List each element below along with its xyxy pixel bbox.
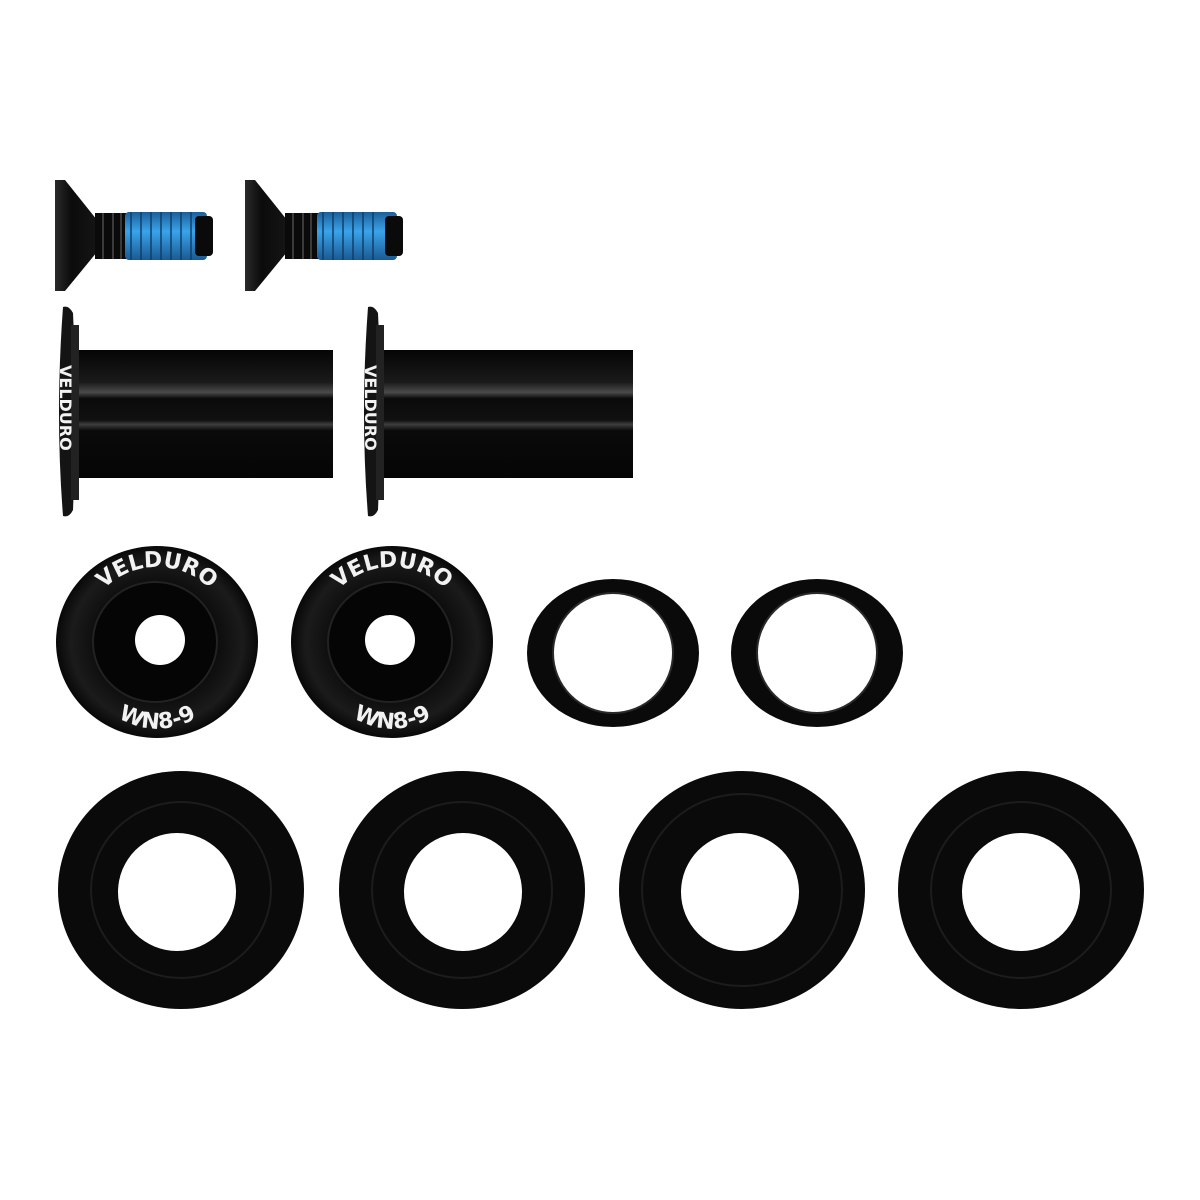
cone-washer-1: VELDURO WN8-9 <box>55 545 260 740</box>
large-washer-1 <box>57 770 305 1010</box>
large-washer-3 <box>618 770 866 1010</box>
large-washer-4 <box>897 770 1145 1010</box>
pivot-axle-2: VELDURO <box>360 305 645 520</box>
spacer-ring-2 <box>730 578 905 728</box>
pivot-axle-1: VELDURO <box>55 305 340 520</box>
cone-washer-2: VELDURO WN8-9 <box>290 545 495 740</box>
large-washer-2 <box>338 770 586 1010</box>
bolt-2 <box>245 178 415 293</box>
axle-engraving: VELDURO <box>361 365 380 451</box>
spacer-ring-1 <box>526 578 701 728</box>
bolt-1 <box>55 178 225 293</box>
axle-engraving: VELDURO <box>56 365 75 451</box>
